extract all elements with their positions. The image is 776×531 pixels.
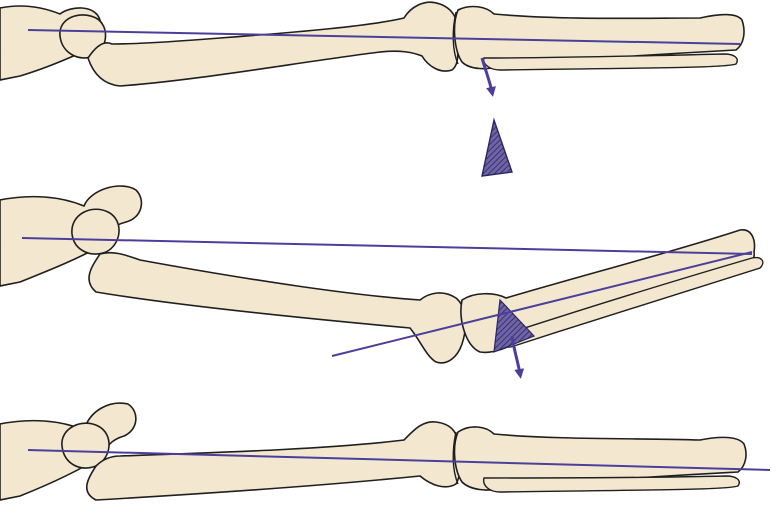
panel-straight-leg — [0, 2, 744, 92]
femur-bone — [89, 253, 465, 363]
panel-corrected-leg — [0, 403, 770, 500]
panel-angulated-leg — [0, 186, 763, 374]
femur-bone — [88, 2, 458, 86]
femoral-head — [72, 209, 119, 254]
axis-line-horizontal — [22, 238, 752, 254]
wedge-icon — [482, 120, 512, 176]
fibula-bone — [484, 476, 740, 492]
